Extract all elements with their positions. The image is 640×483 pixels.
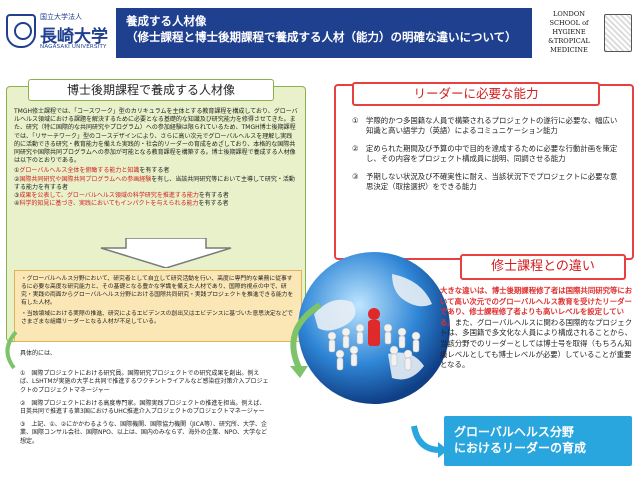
doctoral-items: ①グローバルヘルス全体を俯瞰する能力と知識を有する者 ②国際共同研究や国際共同プ…	[14, 167, 298, 208]
nagasaki-university-logo: 国立大学法人 長崎大学 NAGASAKI UNIVERSITY	[6, 10, 114, 56]
doctoral-item: ③成果を公表して、グローバルヘルス領域の科学研究を推進する能力を有する者	[14, 192, 229, 200]
lshtm-line: &TROPICAL	[548, 37, 590, 45]
university-crest-icon	[6, 14, 36, 48]
lshtm-logo: LONDON SCHOOL of HYGIENE &TROPICAL MEDIC…	[538, 10, 636, 56]
difference-key-point: 大きな違いは、博士後期課程修了者は国際共同研究等において高い次元でのグローバルヘ…	[440, 286, 633, 327]
doctoral-profile-title: 博士後期課程で養成する人材像	[28, 79, 274, 101]
lshtm-line: SCHOOL of	[549, 19, 589, 27]
lshtm-line: MEDICINE	[550, 46, 588, 54]
lshtm-line: HYGIENE	[552, 28, 586, 36]
doctoral-item: ②国際共同研究や国際共同プログラムへの参画経験を有し、当該共同研究等において主導…	[14, 175, 295, 191]
talent-summary-box: ・グローバルヘルス分野において、研究者として自立して研究活動を行い、高度に専門的…	[14, 270, 302, 342]
univ-small-label: 国立大学法人	[40, 13, 82, 21]
down-arrow-icon	[100, 238, 232, 268]
page-subtitle: （修士課程と博士後期課程で養成する人材（能力）の明確な違いについて）	[126, 30, 517, 44]
leader-skills-panel	[334, 84, 634, 260]
difference-detail: また、グローバルヘルスに関わる国際的なプロジェクトは、多国籍で多文化な人員により…	[440, 317, 633, 370]
lshtm-line: LONDON	[552, 10, 586, 18]
globe-leader-illustration	[298, 252, 450, 404]
leader-development-banner: グローバルヘルス分野 におけるリーダーの育成	[444, 416, 632, 466]
univ-english-name: NAGASAKI UNIVERSITY	[40, 44, 107, 50]
talent-summary-1: ・グローバルヘルス分野において、研究者として自立して研究活動を行い、高度に専門的…	[21, 276, 294, 306]
title-bar: 養成する人材像 （修士課程と博士後期課程で養成する人材（能力）の明確な違いについ…	[116, 8, 532, 58]
doctoral-intro: TMGH修士課程では、「コースワーク」型のカリキュラムを主体とする教育課程を構成…	[14, 108, 298, 165]
doctoral-item: ①グローバルヘルス全体を俯瞰する能力と知識を有する者	[14, 167, 170, 175]
lshtm-emblem-icon	[604, 14, 632, 52]
talent-summary-2: ・当該領域における実際の推進、研究によるエビデンスの創出又はエビデンスに基づいた…	[21, 311, 293, 325]
curve-arrow-right-icon	[411, 425, 448, 458]
doctoral-item: ④科学的知見に基づき、実践においてもインパクトを与えられる能力を有する者	[14, 200, 229, 208]
leader-skills-title: リーダーに必要な能力	[352, 82, 600, 106]
example-item: ③ 上記、①、②にかかわるような、国際機関、国際協力機関（JICA等）、研究所、…	[20, 421, 268, 445]
example-item: ① 国際プロジェクトにおける研究員。国際研究プロジェクトでの研究成果を創出。例え…	[20, 370, 269, 394]
difference-title: 修士課程との違い	[460, 254, 626, 280]
banner-line: におけるリーダーの育成	[454, 441, 587, 455]
doctoral-profile-body: TMGH修士課程では、「コースワーク」型のカリキュラムを主体とする教育課程を構成…	[14, 108, 298, 208]
lshtm-name: LONDON SCHOOL of HYGIENE &TROPICAL MEDIC…	[538, 10, 600, 55]
univ-name: 長崎大学	[40, 27, 108, 47]
curve-arrow-left-icon	[290, 302, 322, 378]
header: 国立大学法人 長崎大学 NAGASAKI UNIVERSITY 養成する人材像 …	[0, 0, 640, 64]
curve-arrow-small-icon	[5, 330, 18, 370]
examples-heading: 具体的には、	[20, 350, 57, 357]
page-title: 養成する人材像	[126, 14, 207, 28]
example-item: ② 国際プロジェクトにおける高度専門家。国際実践プロジェクトの推進を担当。例えば…	[20, 399, 266, 416]
difference-body: 大きな違いは、博士後期課程修了者は国際共同研究等において高い次元でのグローバルヘ…	[440, 286, 634, 371]
career-examples: 具体的には、 ① 国際プロジェクトにおける研究員。国際研究プロジェクトでの研究成…	[20, 350, 270, 451]
banner-line: グローバルヘルス分野	[454, 425, 574, 439]
